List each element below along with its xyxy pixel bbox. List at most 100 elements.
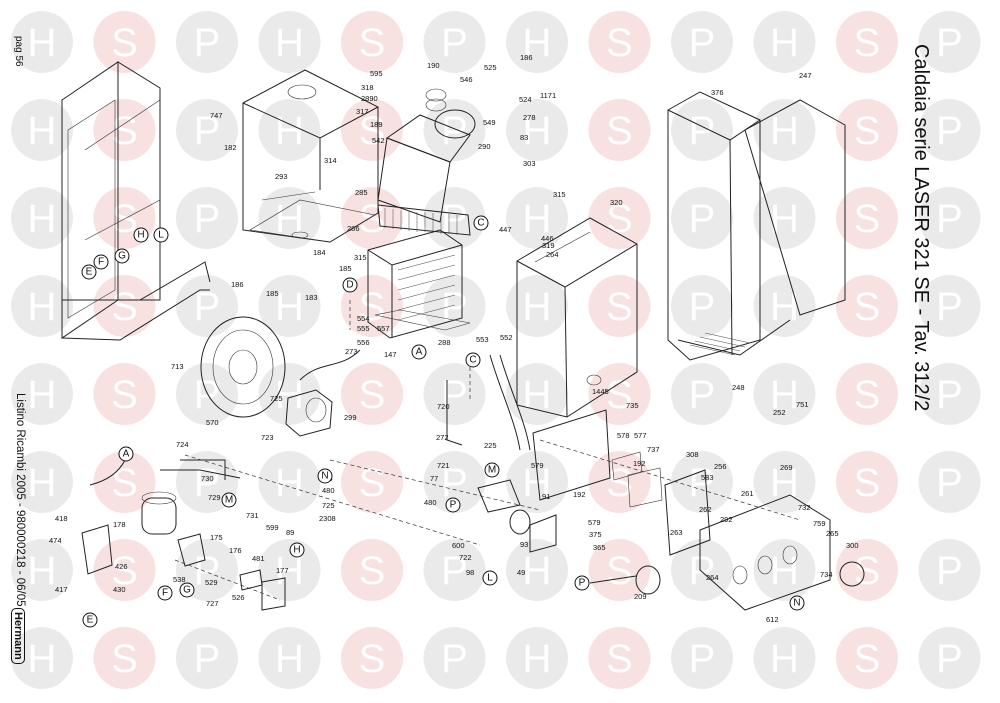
watermark-circle xyxy=(423,627,486,689)
diagram-title: Caldaia serie LASER 321 SE - Tav. 312/2 xyxy=(910,44,932,412)
watermark-circle xyxy=(836,99,898,161)
watermark-tile: H xyxy=(258,99,321,161)
watermark-letter: H xyxy=(523,637,552,681)
watermark-tile: S xyxy=(341,627,403,689)
watermark-letter: P xyxy=(441,637,468,681)
watermark-letter: H xyxy=(28,637,57,681)
watermark-letter: P xyxy=(689,373,716,417)
ref-marker-circle xyxy=(482,570,498,586)
part-number-label: 529 xyxy=(205,578,218,587)
watermark-letter: H xyxy=(275,109,304,153)
watermark-circle xyxy=(341,187,403,249)
ref-marker-n: N xyxy=(317,468,333,484)
part-number-label: 308 xyxy=(686,450,699,459)
watermark-letter: S xyxy=(111,373,138,417)
watermark-tile: S xyxy=(93,363,156,425)
ref-marker-letter: M xyxy=(225,495,233,506)
watermark-tile: P xyxy=(423,627,486,689)
watermark-circle xyxy=(176,275,238,337)
part-number-label: 93 xyxy=(520,540,528,549)
watermark-tile: P xyxy=(918,187,981,249)
part-number-label: 225 xyxy=(484,441,497,450)
watermark-tile: S xyxy=(341,11,403,73)
part-number-label: 731 xyxy=(246,511,259,520)
watermark-circle xyxy=(753,627,816,689)
ref-marker-a: A xyxy=(411,344,427,360)
part-number-label: 256 xyxy=(714,462,727,471)
ref-marker-circle xyxy=(445,497,461,513)
control-panel xyxy=(532,409,865,611)
watermark-circle xyxy=(11,187,73,249)
ref-marker-h: H xyxy=(289,542,305,558)
ref-marker-letter: G xyxy=(118,251,126,262)
watermark-circle xyxy=(176,187,238,249)
part-number-label: 538 xyxy=(173,575,186,584)
part-number-label: 426 xyxy=(115,562,128,571)
ref-marker-e: E xyxy=(81,264,97,280)
watermark-tile: P xyxy=(423,363,486,425)
watermark-letter: S xyxy=(359,109,386,153)
ref-marker-letter: E xyxy=(86,267,93,278)
watermark-circle xyxy=(176,627,238,689)
watermark-circle xyxy=(918,187,981,249)
watermark-letter: P xyxy=(441,373,468,417)
ref-marker-m: M xyxy=(484,462,500,478)
part-number-label: 552 xyxy=(500,333,513,342)
watermark-circle xyxy=(506,451,568,513)
watermark-circle xyxy=(423,275,486,337)
watermark-circle xyxy=(93,451,156,513)
casing xyxy=(516,217,638,418)
watermark-tile: P xyxy=(671,11,733,73)
watermark-letter: H xyxy=(28,109,57,153)
part-number-label: 2890 xyxy=(361,94,378,103)
ref-marker-circle xyxy=(157,585,173,601)
watermark-tile: H xyxy=(11,99,73,161)
part-number-label: 474 xyxy=(49,536,62,545)
part-number-label: 579 xyxy=(531,461,544,470)
watermark-letter: P xyxy=(194,373,221,417)
watermark-circle xyxy=(671,187,733,249)
watermark-tile: S xyxy=(836,11,898,73)
watermark-letter: P xyxy=(936,549,963,593)
watermark-letter: S xyxy=(359,637,386,681)
part-number-label: 722 xyxy=(459,553,472,562)
watermark-letter: P xyxy=(936,461,963,505)
watermark-circle xyxy=(258,11,321,73)
watermark-letter: H xyxy=(275,461,304,505)
part-number-label: 209 xyxy=(634,592,647,601)
ref-marker-letter: H xyxy=(293,545,300,556)
watermark-tile: S xyxy=(93,627,156,689)
ref-marker-letter: D xyxy=(346,280,353,291)
part-number-label: 293 xyxy=(275,172,288,181)
watermark-circle xyxy=(753,539,816,601)
watermark-tile: S xyxy=(588,275,651,337)
watermark-circle xyxy=(93,363,156,425)
watermark-circle xyxy=(341,539,403,601)
part-number-label: 288 xyxy=(438,338,451,347)
watermark-circle xyxy=(258,99,321,161)
part-number-label: 526 xyxy=(232,593,245,602)
watermark-letter: H xyxy=(523,21,552,65)
ref-marker-h: H xyxy=(133,227,149,243)
watermark-circle xyxy=(588,99,651,161)
watermark-letter: P xyxy=(194,197,221,241)
watermark-circle xyxy=(588,187,651,249)
ref-marker-letter: N xyxy=(793,598,800,609)
part-number-label: 98 xyxy=(466,568,474,577)
watermark-tile: S xyxy=(341,451,403,513)
ref-marker-circle xyxy=(82,612,98,628)
watermark-circle xyxy=(753,187,816,249)
watermark-circle xyxy=(258,451,321,513)
watermark-tile: S xyxy=(588,187,651,249)
part-number-label: 723 xyxy=(261,433,274,442)
watermark-circle xyxy=(11,11,73,73)
part-number-label: 49 xyxy=(517,568,525,577)
brand-logo-text: Hermann xyxy=(11,608,25,664)
watermark-letter: H xyxy=(523,549,552,593)
watermark-letter: H xyxy=(770,549,799,593)
watermark-tile: P xyxy=(671,363,733,425)
watermark-letter: P xyxy=(441,549,468,593)
part-number-label: 732 xyxy=(798,503,811,512)
